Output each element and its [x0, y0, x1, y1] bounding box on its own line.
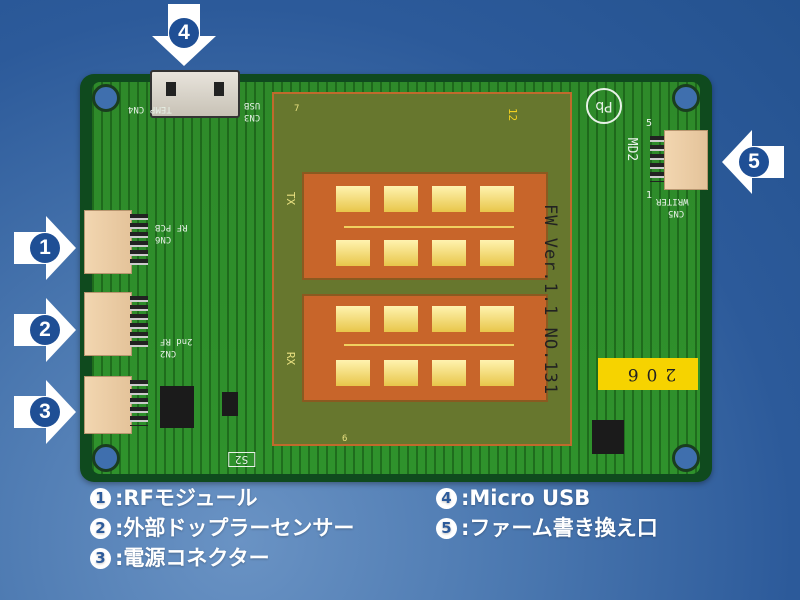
- silk-cn2: CN2: [160, 348, 177, 358]
- firmware-version-text: FW Ver.1.1 NO.131: [540, 204, 560, 395]
- silk-s2: S2: [228, 452, 256, 467]
- rx-patch: [432, 360, 466, 386]
- tx-patch: [480, 186, 514, 212]
- silk-pin5: 5: [646, 118, 653, 129]
- power-connector-pins: [130, 380, 148, 426]
- legend-marker: 3: [90, 547, 111, 569]
- external-doppler-connector-pins: [130, 296, 148, 350]
- power-connector: [84, 376, 132, 434]
- rx-patch: [336, 306, 370, 332]
- antenna-module: 7 12 TX RX 6 FW Ver.1.1 NO.131: [272, 92, 572, 446]
- rx-feed-line: [344, 344, 514, 346]
- tx-patch: [432, 240, 466, 266]
- legend-marker: 2: [90, 517, 111, 539]
- rf-module-connector-pins: [130, 214, 148, 268]
- rf-module-connector: [84, 210, 132, 274]
- legend-item-power-connector: 3 : 電源コネクター: [90, 543, 354, 573]
- silk-pin1: 1: [646, 190, 653, 201]
- legend-item-rf-module: 1 : RFモジュール: [90, 483, 354, 513]
- rx-patch: [336, 360, 370, 386]
- legend-item-micro-usb: 4 : Micro USB: [436, 483, 658, 513]
- tx-patch: [432, 186, 466, 212]
- legend-separator: :: [115, 546, 124, 570]
- tx-patch: [384, 186, 418, 212]
- rx-patch: [480, 306, 514, 332]
- legend-separator: :: [461, 486, 470, 510]
- mounting-hole-top-right: [672, 84, 700, 112]
- callout-number: 1: [30, 233, 60, 263]
- callout-arrow-1: 1: [14, 216, 76, 280]
- legend-right: 4 : Micro USB 5 : ファーム書き換え口: [436, 483, 658, 543]
- rx-patch: [432, 306, 466, 332]
- writer-connector-pins: [650, 136, 666, 182]
- pb-free-mark: Pb: [586, 88, 622, 124]
- legend-text: RFモジュール: [123, 486, 258, 510]
- silk-pin6: 6: [342, 434, 348, 444]
- silk-cn6: CN6: [155, 234, 172, 244]
- legend-item-firmware-port: 5 : ファーム書き換え口: [436, 513, 658, 543]
- legend-separator: :: [115, 516, 124, 540]
- rx-patch: [384, 306, 418, 332]
- legend-marker: 5: [436, 517, 457, 539]
- silk-rf-pcb: RF PCB: [155, 222, 188, 232]
- legend-text: 電源コネクター: [123, 546, 270, 570]
- callout-number: 5: [739, 147, 769, 177]
- silk-rx: RX: [284, 351, 298, 366]
- silk-tx: TX: [284, 191, 298, 206]
- tx-patch: [384, 240, 418, 266]
- legend-marker: 1: [90, 487, 111, 509]
- rx-patch: [384, 360, 418, 386]
- silk-usb: USB: [244, 100, 261, 110]
- pb-free-text: Pb: [595, 98, 613, 114]
- legend-marker: 4: [436, 487, 457, 509]
- callout-arrow-5: 5: [722, 130, 784, 194]
- rx-patch: [480, 360, 514, 386]
- callout-arrow-3: 3: [14, 380, 76, 444]
- mounting-hole-bottom-right: [672, 444, 700, 472]
- regulator-chip: [160, 386, 194, 428]
- silk-cn4: CN4: [128, 104, 145, 114]
- silk-md2: MD2: [624, 137, 640, 162]
- callout-number: 3: [30, 397, 60, 427]
- mounting-hole-bottom-left: [92, 444, 120, 472]
- external-doppler-connector: [84, 292, 132, 356]
- legend-text: 外部ドップラーセンサー: [123, 516, 355, 540]
- silk-pin12: 12: [506, 107, 520, 122]
- silk-cn3: CN3: [244, 112, 261, 122]
- diode-component: [222, 392, 238, 416]
- silk-temp: TEMP: [150, 104, 172, 114]
- silk-pin7: 7: [294, 104, 300, 114]
- tx-patch: [480, 240, 514, 266]
- callout-number: 2: [30, 315, 60, 345]
- legend-separator: :: [461, 516, 470, 540]
- legend-text: ファーム書き換え口: [469, 516, 658, 540]
- tx-patch: [336, 240, 370, 266]
- tx-antenna-array: [302, 172, 548, 280]
- legend-left: 1 : RFモジュール 2 : 外部ドップラーセンサー 3 : 電源コネクター: [90, 483, 354, 573]
- legend-item-external-doppler: 2 : 外部ドップラーセンサー: [90, 513, 354, 543]
- serial-number-label: 206: [598, 358, 698, 390]
- silk-cn5: CN5: [668, 208, 685, 218]
- callout-arrow-4: 4: [152, 4, 216, 66]
- callout-arrow-2: 2: [14, 298, 76, 362]
- ic-chip-bottom-right: [592, 420, 624, 454]
- tx-patch: [336, 186, 370, 212]
- callout-number: 4: [169, 18, 199, 48]
- silk-writer: WRITER: [656, 196, 689, 206]
- silk-2nd-rf: 2nd RF: [160, 336, 193, 346]
- micro-usb-connector: [150, 70, 240, 118]
- firmware-writer-connector: [664, 130, 708, 190]
- rx-antenna-array: [302, 294, 548, 402]
- mounting-hole-top-left: [92, 84, 120, 112]
- legend-text: Micro USB: [469, 486, 591, 510]
- tx-feed-line: [344, 226, 514, 228]
- legend-separator: :: [115, 486, 124, 510]
